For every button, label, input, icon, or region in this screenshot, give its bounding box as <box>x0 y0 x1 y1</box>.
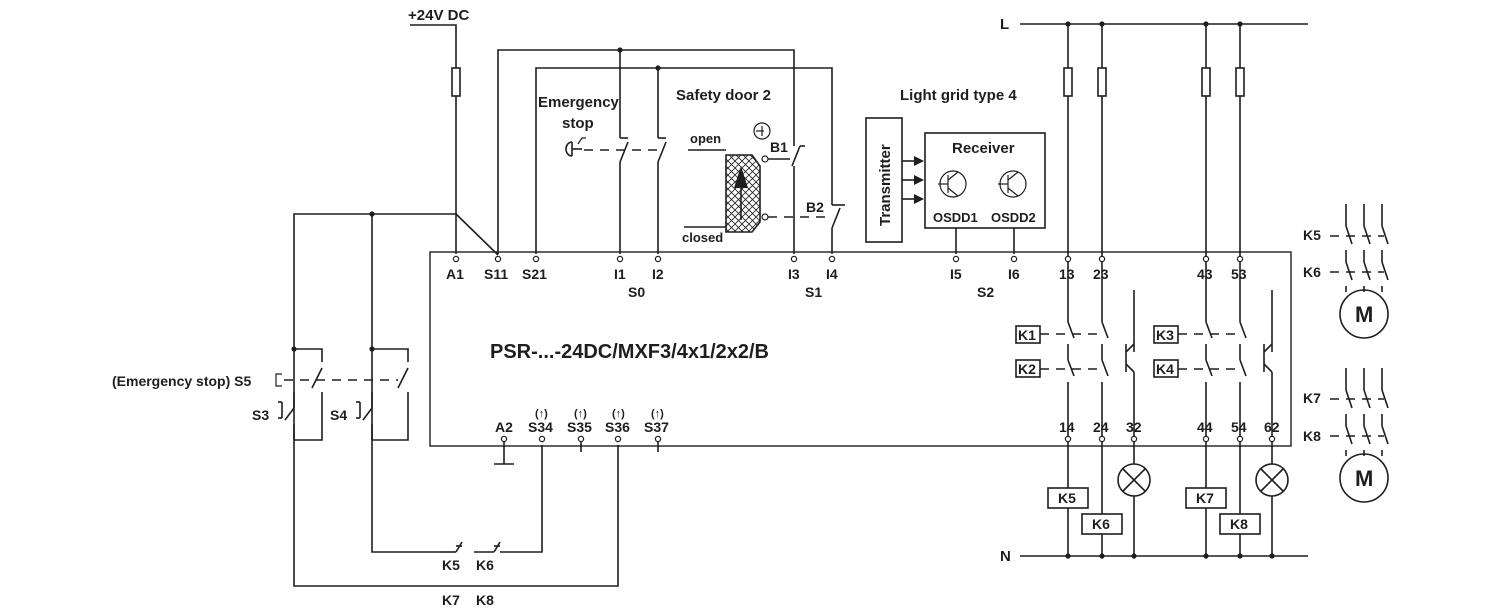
motor-2-label: M <box>1355 466 1373 491</box>
terminal-53: 53 <box>1231 266 1247 282</box>
s36-arrow: (↑) <box>612 408 625 420</box>
terminal-i6: I6 <box>1008 266 1020 282</box>
receiver-label: Receiver <box>952 140 1015 157</box>
motor-2-icon <box>1339 453 1389 503</box>
terminal-54: 54 <box>1231 419 1247 435</box>
fuse-a1 <box>451 67 461 97</box>
terminal-s21: S21 <box>522 266 547 282</box>
motor2-k8-label: K8 <box>1303 428 1321 444</box>
door-closed-label: closed <box>682 230 723 245</box>
s37-arrow: (↑) <box>651 408 664 420</box>
estop-title-1: Emergency <box>538 94 620 111</box>
power-rails: L N <box>1000 16 1308 565</box>
motor-2: K7 K8 M <box>1303 368 1389 503</box>
motor2-k7-label: K7 <box>1303 390 1321 406</box>
door-title: Safety door 2 <box>676 87 771 104</box>
estop-s5-circuit: (Emergency stop) S5 S3 S4 K5 K6 K7 K8 <box>112 211 619 608</box>
terminal-a1: A1 <box>446 266 464 282</box>
terminal-23: 23 <box>1093 266 1109 282</box>
estop-title-2: stop <box>562 115 594 132</box>
internal-relay-bank-1: K1 K2 <box>1015 325 1104 378</box>
coil-k6-label: K6 <box>1092 516 1110 532</box>
emergency-stop: Emergency stop <box>538 94 667 254</box>
motor-1-icon <box>1339 289 1389 339</box>
terminal-a2: A2 <box>495 419 513 435</box>
output-loads: K5 K6 K7 K8 <box>1047 442 1289 559</box>
osdd2-label: OSDD2 <box>991 210 1036 225</box>
device-name: PSR-...-24DC/MXF3/4x1/2x2/B <box>490 341 769 363</box>
motor1-k5-label: K5 <box>1303 227 1321 243</box>
b2-label: B2 <box>806 199 824 215</box>
safety-relay-module: PSR-...-24DC/MXF3/4x1/2x2/B A1 S11 S21 I… <box>429 251 1292 465</box>
transmitter-box <box>865 117 903 243</box>
transmitter-label: Transmitter <box>877 144 894 226</box>
coil-k8-label: K8 <box>1230 516 1248 532</box>
door-body <box>725 154 761 233</box>
relay-k3: K3 <box>1156 327 1174 343</box>
group-s2: S2 <box>977 284 994 300</box>
supply-24v: +24V DC <box>408 7 499 256</box>
terminal-i1: I1 <box>614 266 626 282</box>
light-grid-title: Light grid type 4 <box>900 87 1017 104</box>
b1-label: B1 <box>770 139 788 155</box>
door-open-label: open <box>690 131 721 146</box>
terminal-14: 14 <box>1059 419 1075 435</box>
supply-label: +24V DC <box>408 7 469 24</box>
sensor-supply-loops <box>497 47 833 254</box>
motor-1-label: M <box>1355 302 1373 327</box>
terminal-i5: I5 <box>950 266 962 282</box>
safety-door: Safety door 2 open closed B1 B2 <box>676 87 845 254</box>
group-s0: S0 <box>628 284 645 300</box>
s34-arrow: (↑) <box>535 408 548 420</box>
light-grid: Light grid type 4 Transmitter Receiver O… <box>865 87 1046 254</box>
coil-k7-label: K7 <box>1196 490 1214 506</box>
door-switch-icon <box>753 122 771 140</box>
s5-label: (Emergency stop) S5 <box>112 373 251 389</box>
terminal-i3: I3 <box>788 266 800 282</box>
motor1-k6-label: K6 <box>1303 264 1321 280</box>
terminal-13: 13 <box>1059 266 1075 282</box>
internal-contacts <box>1067 262 1273 436</box>
group-s1: S1 <box>805 284 822 300</box>
osdd1-label: OSDD1 <box>933 210 978 225</box>
relay-k2: K2 <box>1018 361 1036 377</box>
terminal-24: 24 <box>1093 419 1109 435</box>
relay-k4: K4 <box>1156 361 1174 377</box>
relay-k1: K1 <box>1018 327 1036 343</box>
terminal-43: 43 <box>1197 266 1213 282</box>
terminal-i4: I4 <box>826 266 838 282</box>
terminal-s37: S37 <box>644 419 669 435</box>
top-terminals: A1 S11 S21 I1 I2 I3 I4 I5 I6 13 23 43 53… <box>446 255 1247 300</box>
terminal-s36: S36 <box>605 419 630 435</box>
line-n-label: N <box>1000 548 1011 565</box>
feedback-k7: K7 <box>442 592 460 608</box>
coil-k5-label: K5 <box>1058 490 1076 506</box>
feedback-k6: K6 <box>476 557 494 573</box>
terminal-s11: S11 <box>484 266 508 282</box>
motor-1: K5 K6 M <box>1303 204 1389 339</box>
terminal-44: 44 <box>1197 419 1213 435</box>
terminal-s34: S34 <box>528 419 553 435</box>
terminal-i2: I2 <box>652 266 664 282</box>
feedback-k5: K5 <box>442 557 460 573</box>
feedback-k8: K8 <box>476 592 494 608</box>
internal-relay-bank-2: K3 K4 <box>1153 325 1242 378</box>
s35-arrow: (↑) <box>574 408 587 420</box>
s4-label: S4 <box>330 407 347 423</box>
terminal-s35: S35 <box>567 419 592 435</box>
bottom-terminals: (↑) (↑) (↑) (↑) A2 S34 S35 S36 S37 14 24… <box>494 408 1280 465</box>
device-outline <box>429 251 1292 447</box>
s3-label: S3 <box>252 407 269 423</box>
line-l-label: L <box>1000 16 1009 33</box>
